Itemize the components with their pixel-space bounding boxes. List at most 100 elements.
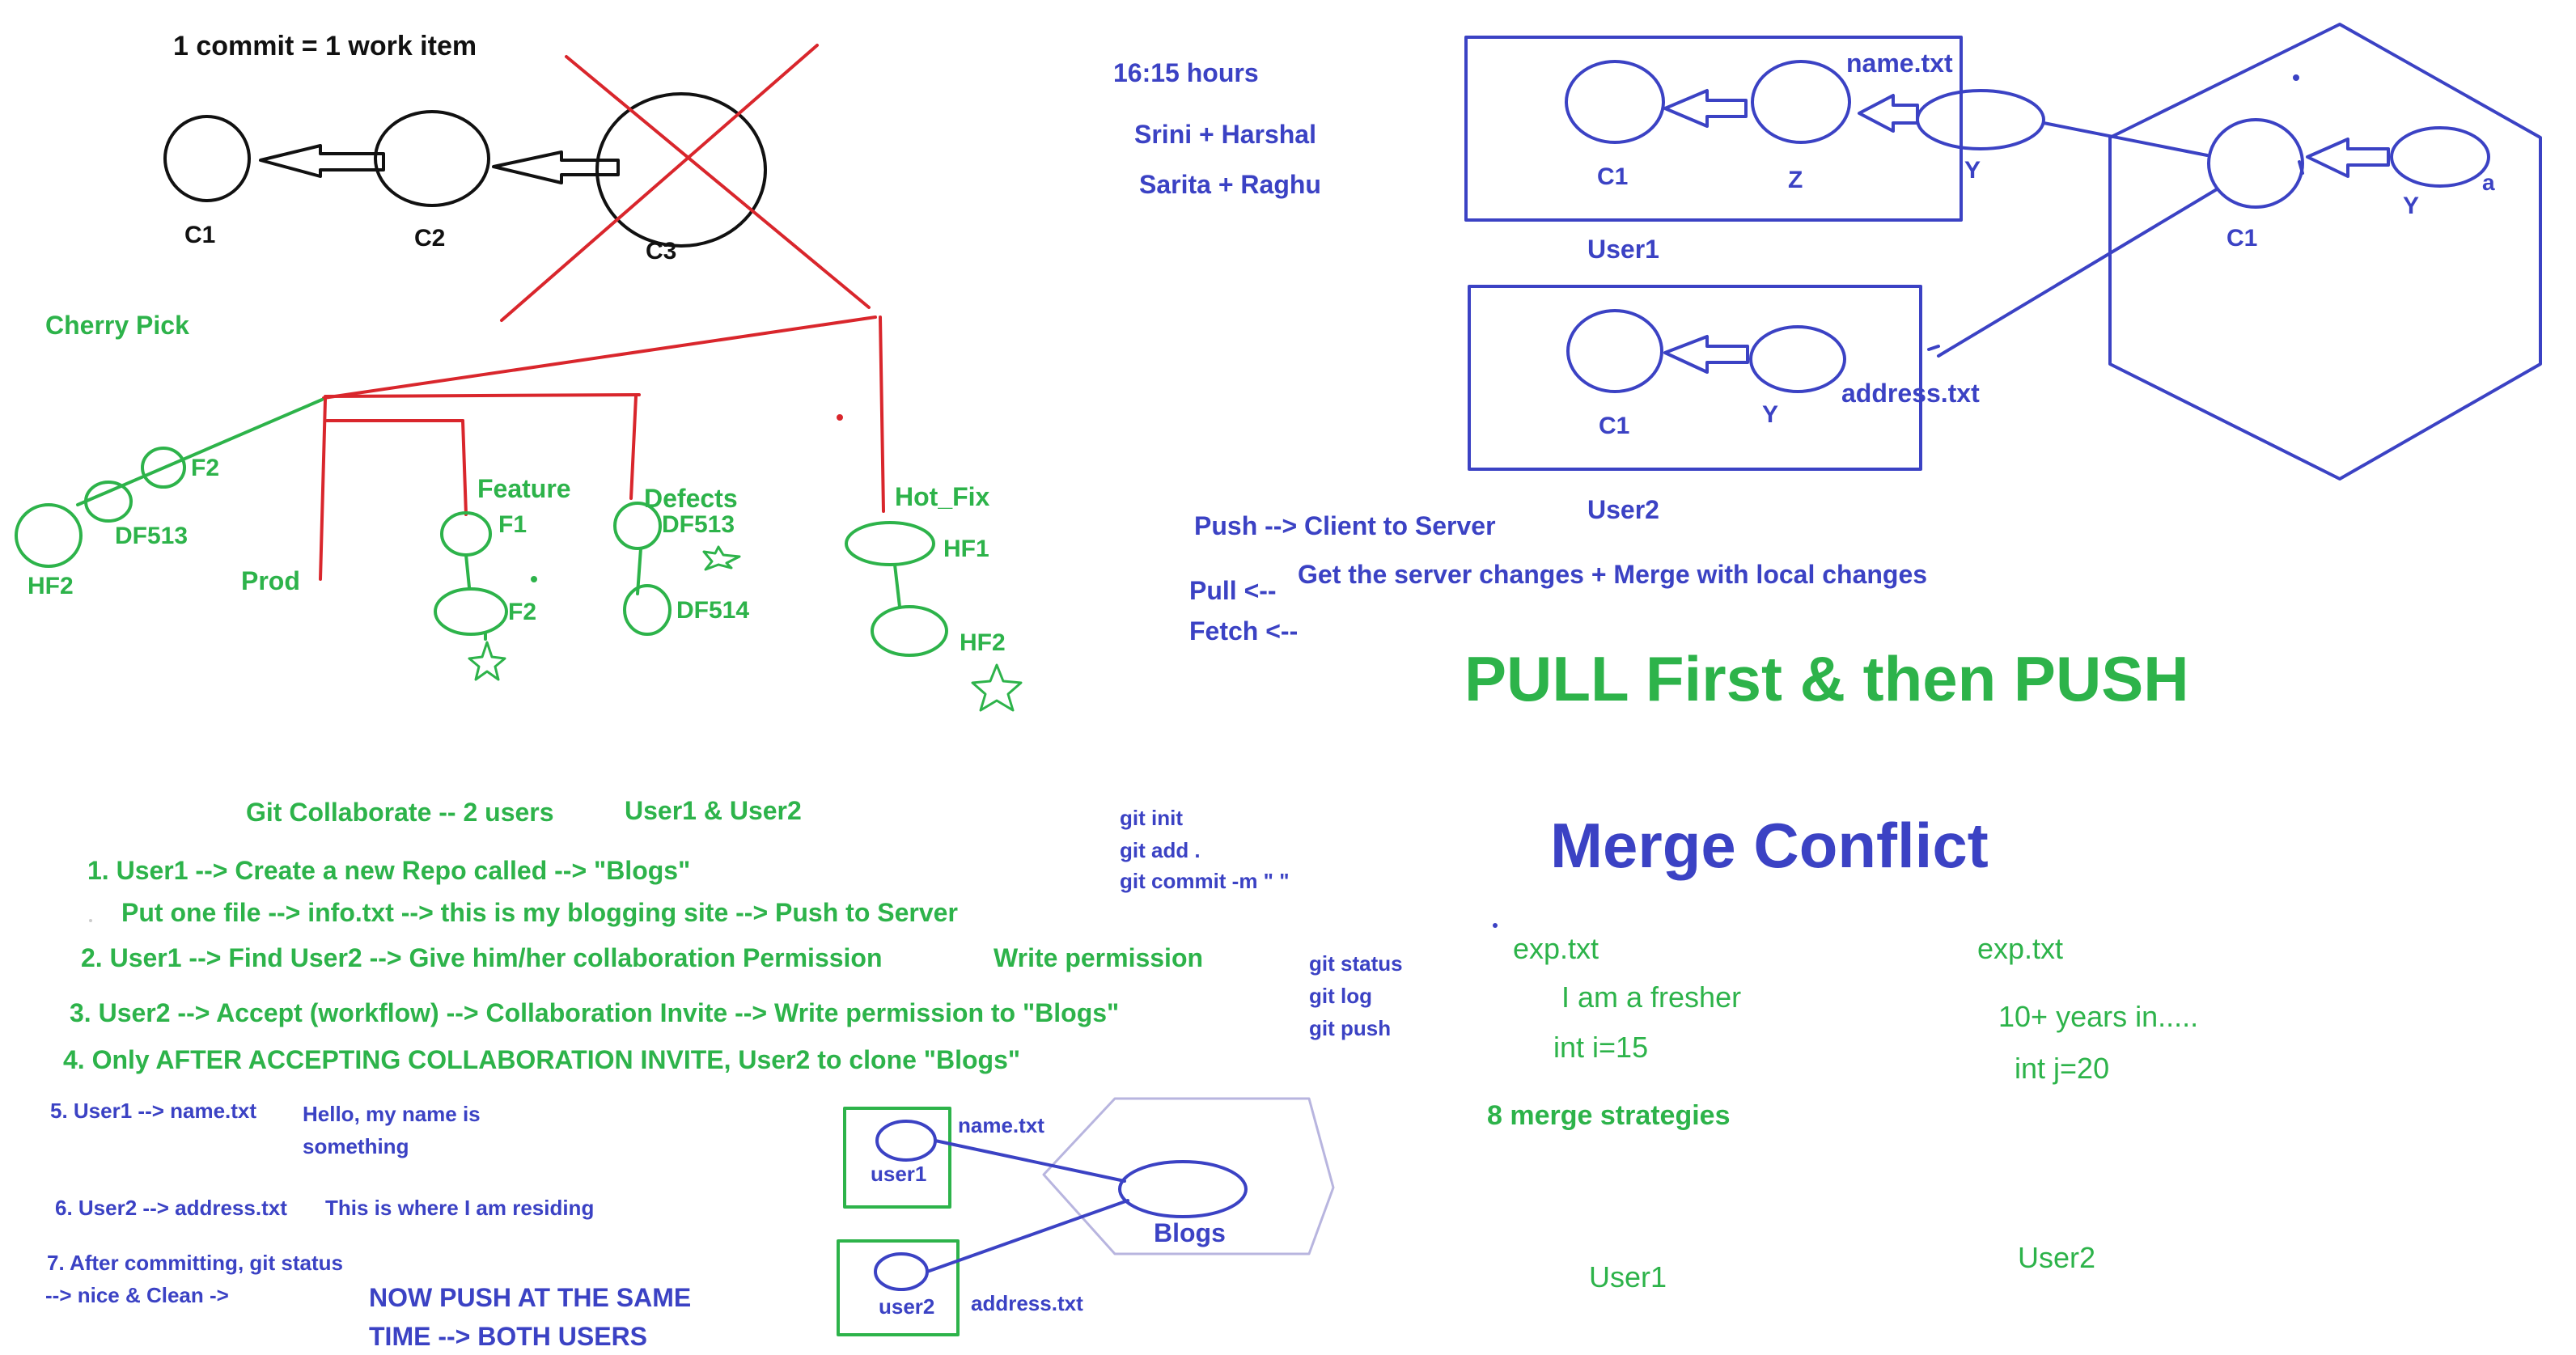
node-hf1-hotfix xyxy=(845,521,935,566)
push-desc: Push --> Client to Server xyxy=(1194,511,1496,540)
left-line2: int i=15 xyxy=(1553,1031,1649,1064)
blogs-diagram xyxy=(837,1097,1335,1336)
arrow-y-to-z xyxy=(1858,94,1919,133)
node-df514-defects xyxy=(623,584,672,636)
blogs-hexagon xyxy=(1042,1097,1335,1255)
right-line2: int j=20 xyxy=(2015,1052,2110,1085)
star-icon-feature xyxy=(468,641,506,681)
cherry-pick-diagram xyxy=(15,398,1023,712)
server-c1-label: C1 xyxy=(2226,225,2258,252)
cmd-git-push: git push xyxy=(1309,1016,1392,1040)
node-hf2-hotfix xyxy=(871,605,948,657)
u1-y-label: Y xyxy=(1964,157,1981,184)
pull-desc: Get the server changes + Merge with loca… xyxy=(1298,560,1928,589)
u1-node-c1 xyxy=(1565,60,1665,144)
collab-step1b: Put one file --> info.txt --> this is my… xyxy=(121,898,958,927)
merge-user1: User1 xyxy=(1589,1260,1667,1294)
collab-step7b: --> nice & Clean -> xyxy=(45,1283,229,1307)
feature-label: Feature xyxy=(477,474,571,503)
user2-box xyxy=(1468,285,1922,471)
c3-cross-out xyxy=(500,44,871,322)
merge-conflict-title: Merge Conflict xyxy=(1550,810,1989,881)
commit-rule-heading: 1 commit = 1 work item xyxy=(173,31,477,61)
cherry-hf2-label: HF2 xyxy=(28,573,74,599)
feature-f1-label: F1 xyxy=(498,511,527,538)
cmd-git-log: git log xyxy=(1309,984,1372,1008)
label-c1: C1 xyxy=(184,222,216,248)
u2-c1-label: C1 xyxy=(1599,413,1630,439)
hotfix-label: Hot_Fix xyxy=(895,482,990,511)
u2-y-label: Y xyxy=(1762,401,1779,428)
user1-square xyxy=(843,1107,951,1209)
arrow-z-to-c1 xyxy=(1663,89,1748,128)
server-y-label: Y xyxy=(2403,193,2420,219)
server-hexagon xyxy=(2108,23,2542,481)
cmd-git-init: git init xyxy=(1120,806,1183,830)
u1-c1-label: C1 xyxy=(1597,163,1629,190)
collab-users: User1 & User2 xyxy=(625,796,802,825)
hotfix-hf1-label: HF1 xyxy=(943,536,989,562)
u2-node-y xyxy=(1749,325,1846,393)
arrow-y-to-c1-server xyxy=(2306,138,2390,178)
commit-chain xyxy=(163,92,767,248)
name-file-label: name.txt xyxy=(1846,49,1953,78)
right-file-name: exp.txt xyxy=(1977,932,2064,965)
left-file-name: exp.txt xyxy=(1513,932,1599,965)
blogs-name-file: name.txt xyxy=(958,1113,1044,1137)
user1-box-label: User1 xyxy=(1587,235,1659,264)
user2-node xyxy=(874,1252,929,1291)
merge-user2: User2 xyxy=(2018,1241,2096,1274)
collab-step2: 2. User1 --> Find User2 --> Give him/her… xyxy=(81,943,883,972)
collab-step5: 5. User1 --> name.txt xyxy=(50,1099,257,1123)
push-same-time-1: NOW PUSH AT THE SAME xyxy=(369,1283,692,1312)
defects-df514-label: DF514 xyxy=(676,597,750,624)
pair2-label: Sarita + Raghu xyxy=(1139,170,1321,199)
user1-box xyxy=(1464,36,1963,222)
collab-step5-note1: Hello, my name is xyxy=(303,1102,481,1126)
collab-step6: 6. User2 --> address.txt xyxy=(55,1196,287,1220)
push-same-time-2: TIME --> BOTH USERS xyxy=(369,1322,648,1351)
u1-z-label: Z xyxy=(1788,167,1803,193)
collab-step7a: 7. After committing, git status xyxy=(47,1251,343,1275)
star-icon-defects xyxy=(702,545,741,571)
label-c3: C3 xyxy=(646,238,677,265)
collab-step6-note: This is where I am residing xyxy=(325,1196,595,1220)
blogs-address-file: address.txt xyxy=(971,1291,1083,1315)
pull-label: Pull <-- xyxy=(1189,576,1277,605)
left-line1: I am a fresher xyxy=(1561,980,1742,1014)
collab-step1: 1. User1 --> Create a new Repo called --… xyxy=(87,856,691,885)
stray-marks xyxy=(89,919,1498,928)
blogs-user2-label: user2 xyxy=(879,1294,935,1319)
fetch-label: Fetch <-- xyxy=(1189,616,1299,646)
blogs-user1-label: user1 xyxy=(871,1162,927,1186)
cherry-df513-label: DF513 xyxy=(115,523,189,549)
defects-label: Defects xyxy=(644,484,738,513)
node-hf2-cherry xyxy=(15,503,83,568)
node-df513-cherry xyxy=(84,481,133,523)
hotfix-hf2-label: HF2 xyxy=(960,629,1006,656)
u1-node-z xyxy=(1751,60,1851,144)
feature-f2-label: F2 xyxy=(508,599,537,625)
prod-label: Prod xyxy=(241,566,300,595)
u1-node-y xyxy=(1916,89,2045,150)
commit-node-c2 xyxy=(374,110,490,207)
server-trailing-char: a xyxy=(2482,170,2495,195)
cmd-git-add: git add . xyxy=(1120,838,1201,862)
user2-box-label: User2 xyxy=(1587,495,1659,524)
right-line1: 10+ years in..... xyxy=(1998,1000,2199,1033)
node-f2-feature xyxy=(434,587,508,636)
hours-label: 16:15 hours xyxy=(1113,58,1259,87)
collab-step4: 4. Only AFTER ACCEPTING COLLABORATION IN… xyxy=(63,1045,1021,1074)
commit-node-c1 xyxy=(163,115,251,202)
defects-df513-label: DF513 xyxy=(662,511,735,538)
pull-then-push-headline: PULL First & then PUSH xyxy=(1464,643,2189,714)
address-file-label: address.txt xyxy=(1841,379,1980,408)
cmd-git-status: git status xyxy=(1309,951,1403,976)
merge-strategies: 8 merge strategies xyxy=(1487,1100,1731,1131)
commit-node-c3 xyxy=(595,92,767,248)
node-df513-defects xyxy=(613,502,662,550)
collab-title: Git Collaborate -- 2 users xyxy=(246,798,554,827)
star-icon-hotfix xyxy=(971,663,1023,712)
server-node-c1 xyxy=(2207,118,2304,209)
